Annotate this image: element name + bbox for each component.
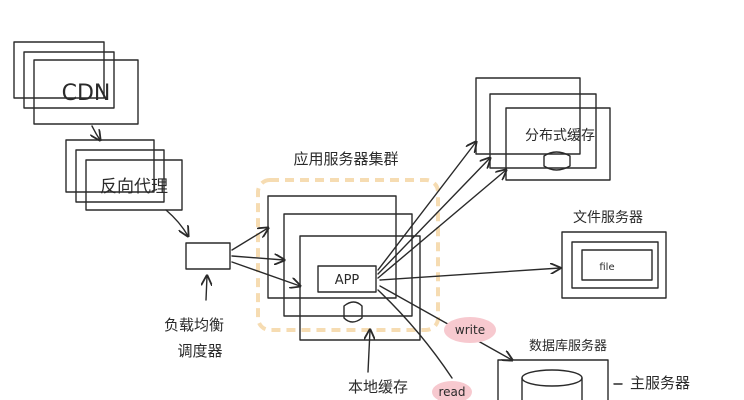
local-cache-label: 本地缓存 xyxy=(348,378,408,396)
cdn-label: CDN xyxy=(62,81,111,106)
app-server-stack: APP xyxy=(267,195,421,341)
app-label: APP xyxy=(335,273,360,288)
app-box xyxy=(317,265,377,293)
master-server-label: 主服务器 xyxy=(630,374,690,392)
read-label: read xyxy=(438,385,465,399)
edge-local-cache xyxy=(368,330,370,373)
app-wave-icon xyxy=(343,301,363,323)
edge-app-dc-3 xyxy=(377,170,506,279)
reverse-proxy-node: 反向代理 xyxy=(65,139,183,211)
distributed-cache-wave-icon xyxy=(543,151,571,171)
edge-lb-app-2 xyxy=(231,256,284,260)
edge-label-lb xyxy=(206,276,207,301)
app-cluster-border xyxy=(256,178,440,332)
load-balancer-node xyxy=(185,242,231,270)
app-cluster-label: 应用服务器集群 xyxy=(293,150,398,168)
cdn-node: CDN xyxy=(13,41,139,125)
file-label: file xyxy=(599,262,614,273)
db-server-label: 数据库服务器 xyxy=(529,338,607,354)
write-label: write xyxy=(455,323,485,337)
edge-proxy-lb xyxy=(165,209,188,236)
read-highlight xyxy=(432,381,472,400)
edge-write xyxy=(379,285,512,360)
edge-app-dc-1 xyxy=(377,142,476,271)
file-server-label: 文件服务器 xyxy=(573,210,643,226)
edge-lb-app-3 xyxy=(231,261,300,286)
distributed-cache-node: 分布式缓存 xyxy=(475,77,611,181)
edge-app-file xyxy=(379,268,560,281)
edge-cdn-proxy xyxy=(92,125,100,140)
load-balancer-label-2: 调度器 xyxy=(177,342,222,360)
distributed-cache-label: 分布式缓存 xyxy=(525,128,595,144)
write-highlight xyxy=(444,317,496,343)
edge-read xyxy=(377,289,453,379)
edge-app-dc-2 xyxy=(377,158,490,275)
reverse-proxy-label: 反向代理 xyxy=(100,177,168,197)
db-server-node xyxy=(497,359,609,400)
edge-lb-app-1 xyxy=(231,228,268,251)
file-server-node: file xyxy=(561,231,667,299)
load-balancer-label-1: 负载均衡 xyxy=(164,316,224,334)
